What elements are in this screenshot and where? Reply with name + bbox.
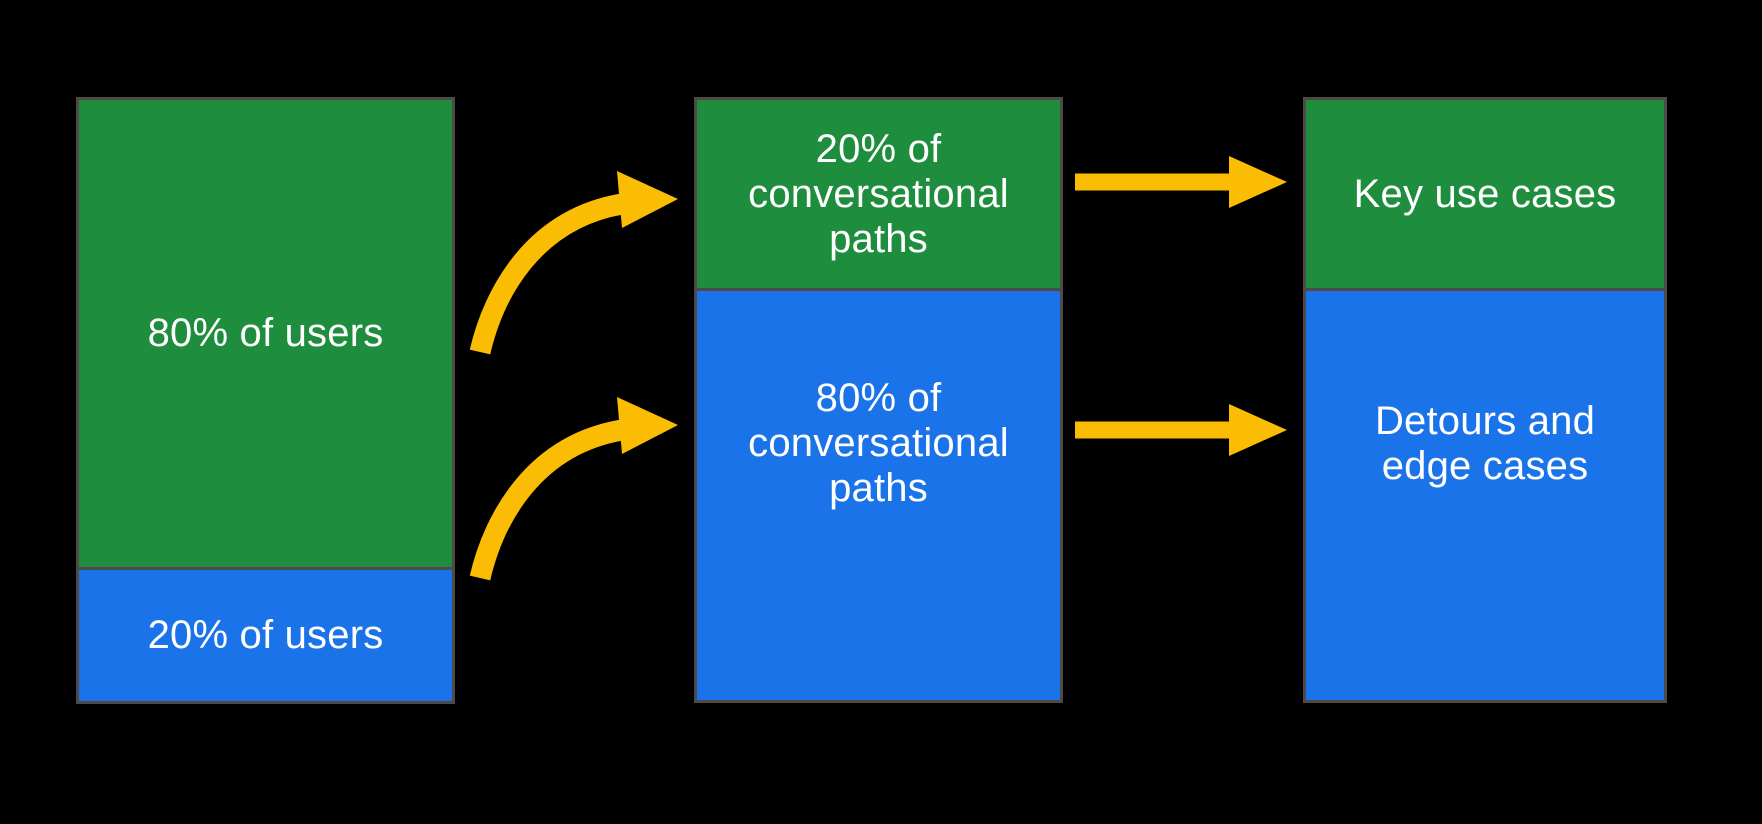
paths-20-label: 20% of conversational paths xyxy=(748,126,1009,261)
curved-arrow-bottom-head xyxy=(617,397,678,454)
detours-edge-cases-segment: Detours and edge cases xyxy=(1306,288,1664,700)
users-20-label: 20% of users xyxy=(147,613,384,657)
curved-arrow-users-to-paths-bottom xyxy=(469,397,678,581)
users-bar: 80% of users 20% of users xyxy=(76,97,455,704)
straight-arrow-bottom-head xyxy=(1229,404,1287,456)
curved-arrow-top-shaft xyxy=(469,193,624,355)
curved-arrow-bottom-shaft xyxy=(469,419,624,581)
use-cases-bar: Key use cases Detours and edge cases xyxy=(1303,97,1667,703)
paths-80-segment: 80% of conversational paths xyxy=(697,288,1060,700)
detours-edge-cases-label: Detours and edge cases xyxy=(1374,398,1596,488)
curved-arrow-top-head xyxy=(617,171,678,228)
key-use-cases-segment: Key use cases xyxy=(1306,100,1664,288)
conversational-paths-bar: 20% of conversational paths 80% of conve… xyxy=(694,97,1063,703)
key-use-cases-label: Key use cases xyxy=(1353,171,1617,216)
paths-20-segment: 20% of conversational paths xyxy=(697,100,1060,288)
straight-arrow-paths-to-cases-top xyxy=(1075,156,1287,208)
users-20-segment: 20% of users xyxy=(79,567,452,701)
users-80-label: 80% of users xyxy=(147,311,384,355)
straight-arrow-top-head xyxy=(1229,156,1287,208)
straight-arrow-paths-to-cases-bottom xyxy=(1075,404,1287,456)
users-80-segment: 80% of users xyxy=(79,100,452,567)
paths-80-label: 80% of conversational paths xyxy=(748,376,1009,510)
curved-arrow-users-to-paths-top xyxy=(469,171,678,355)
